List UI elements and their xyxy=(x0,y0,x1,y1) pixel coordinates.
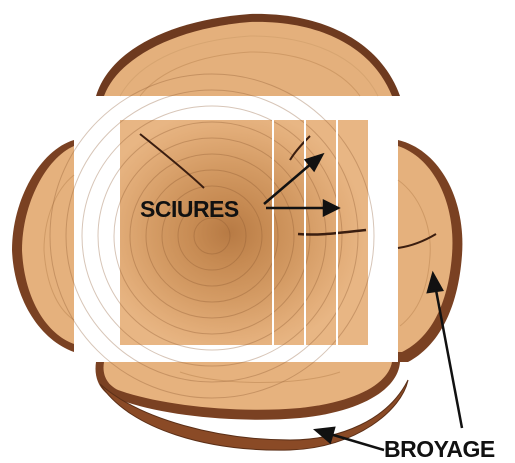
right-slab xyxy=(398,140,462,362)
broyage-label: BROYAGE xyxy=(384,436,495,463)
left-slab xyxy=(12,140,74,352)
sciures-label: SCIURES xyxy=(140,196,239,223)
top-slab xyxy=(96,14,400,96)
central-block xyxy=(50,74,374,398)
